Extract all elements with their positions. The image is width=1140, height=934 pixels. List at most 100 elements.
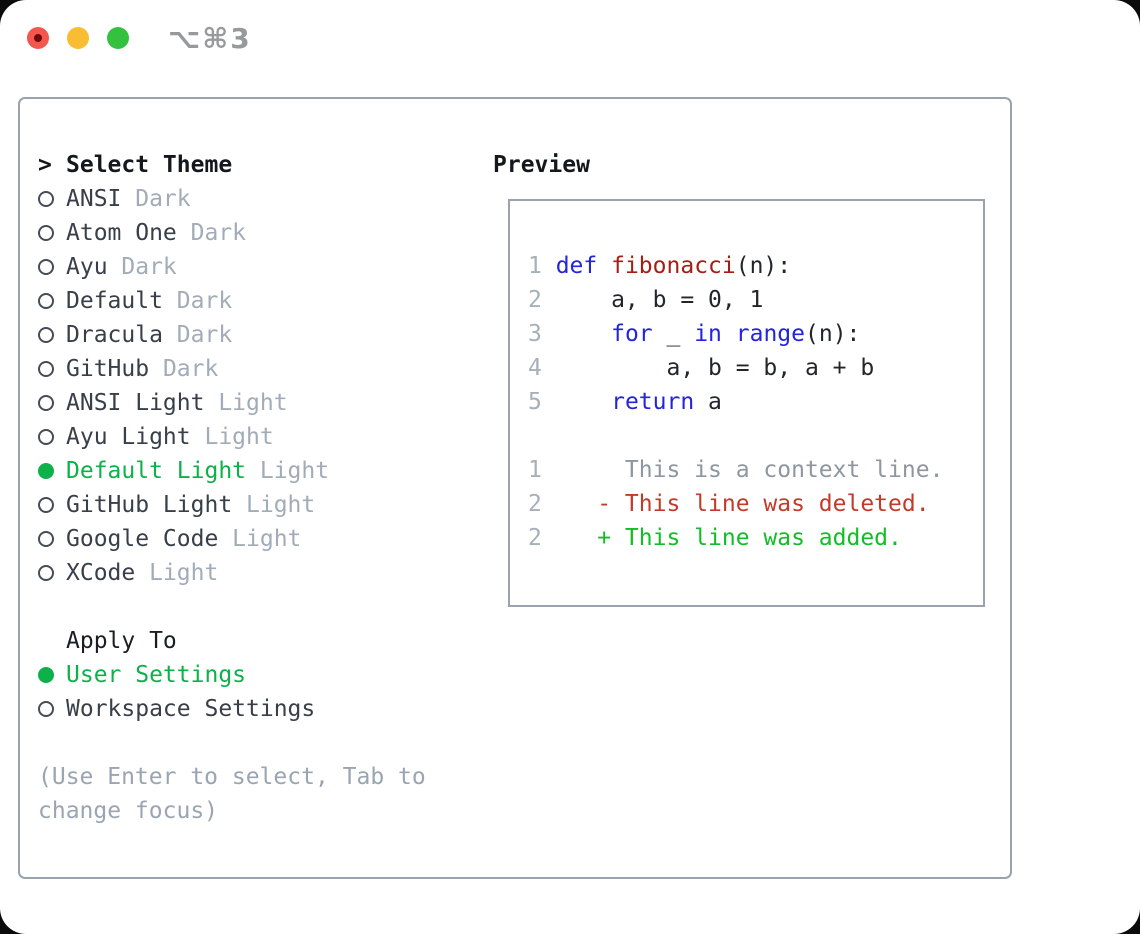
line-number: 5 — [528, 389, 542, 415]
radio-icon — [38, 429, 66, 445]
theme-variant: Dark — [162, 356, 219, 382]
minimize-button[interactable] — [67, 27, 89, 49]
preview-code-line: 3 for _ in range(n): — [528, 317, 973, 351]
radio-icon — [38, 531, 66, 547]
theme-option[interactable]: ANSI Light Light — [38, 386, 426, 420]
radio-icon — [38, 497, 66, 513]
preview-code-line: 1 def fibonacci(n): — [528, 249, 973, 283]
apply-to-option[interactable]: User Settings — [38, 658, 426, 692]
theme-option[interactable]: Atom One Dark — [38, 216, 426, 250]
theme-name: Ayu Light — [66, 424, 191, 450]
close-button[interactable] — [27, 27, 49, 49]
theme-variant: Light — [218, 390, 288, 416]
theme-option[interactable]: GitHub Light Light — [38, 488, 426, 522]
line-number: 1 — [528, 253, 542, 279]
theme-name: Ayu — [66, 254, 108, 280]
theme-name: Default — [66, 288, 163, 314]
apply-to-option[interactable]: Workspace Settings — [38, 692, 426, 726]
theme-name: ANSI — [66, 186, 122, 212]
radio-icon — [38, 293, 66, 309]
theme-option[interactable]: Default Dark — [38, 284, 426, 318]
line-code: a, b = b, a + b — [541, 355, 875, 381]
radio-icon — [38, 191, 66, 207]
zoom-button[interactable] — [107, 27, 129, 49]
theme-variant: Dark — [190, 220, 247, 246]
traffic-lights — [27, 27, 129, 49]
theme-variant: Dark — [135, 186, 191, 212]
spacer — [38, 726, 426, 760]
help-text-line-1: (Use Enter to select, Tab to — [38, 764, 426, 790]
preview-code-line: 2 - This line was deleted. — [528, 487, 973, 521]
apply-to-title: Apply To — [66, 628, 177, 654]
preview-code-line: 2 a, b = 0, 1 — [528, 283, 973, 317]
spacer — [38, 590, 426, 624]
window-title: ⌥⌘3 — [168, 22, 252, 55]
line-number: 1 — [528, 457, 542, 483]
prompt-icon: > — [38, 152, 52, 178]
line-code: return a — [611, 389, 722, 415]
theme-variant: Light — [246, 492, 316, 518]
theme-variant: Dark — [121, 254, 177, 280]
theme-name: GitHub — [66, 356, 150, 382]
theme-option[interactable]: ANSI Dark — [38, 182, 426, 216]
theme-variant: Dark — [176, 322, 233, 348]
theme-variant: Light — [149, 560, 219, 586]
line-code: + This line was added. — [541, 525, 902, 551]
theme-name: Default Light — [66, 458, 247, 484]
left-column: > Select Theme ANSI Dark Atom One Dark A… — [38, 148, 426, 828]
theme-variant: Dark — [176, 288, 233, 314]
preview-code-line: 1 This is a context line. — [528, 453, 973, 487]
theme-name: Atom One — [66, 220, 177, 246]
line-code: This is a context line. — [541, 457, 944, 483]
radio-icon — [38, 395, 66, 411]
line-number: 3 — [528, 321, 542, 347]
line-number: 2 — [528, 525, 542, 551]
preview-code-line: 5 return a — [528, 385, 973, 419]
theme-name: Google Code — [66, 526, 219, 552]
theme-variant: Light — [204, 424, 274, 450]
radio-icon — [38, 667, 66, 683]
theme-variant: Light — [259, 458, 330, 484]
theme-option[interactable]: Default Light Light — [38, 454, 426, 488]
radio-icon — [38, 361, 66, 377]
line-code: - This line was deleted. — [541, 491, 930, 517]
theme-name: GitHub Light — [66, 492, 233, 518]
theme-name: XCode — [66, 560, 136, 586]
apply-to-label: User Settings — [66, 662, 247, 688]
preview-code-line: 4 a, b = b, a + b — [528, 351, 973, 385]
line-number: 2 — [528, 491, 542, 517]
theme-option[interactable]: Google Code Light — [38, 522, 426, 556]
theme-name: ANSI Light — [66, 390, 205, 416]
apply-to-label: Workspace Settings — [66, 696, 316, 722]
select-theme-title: Select Theme — [66, 152, 233, 178]
theme-option[interactable]: Dracula Dark — [38, 318, 426, 352]
radio-icon — [38, 225, 66, 241]
select-theme-header: > Select Theme — [38, 148, 426, 182]
preview-column: Preview 1 def fibonacci(n): 2 a, b = 0, … — [493, 148, 985, 607]
radio-icon — [38, 701, 66, 717]
preview-lines: 1 def fibonacci(n): 2 a, b = 0, 1 3 for … — [528, 249, 973, 555]
radio-icon — [38, 565, 66, 581]
theme-name: Dracula — [66, 322, 163, 348]
help-text-line-2: change focus) — [38, 798, 219, 824]
theme-option[interactable]: Ayu Dark — [38, 250, 426, 284]
theme-option[interactable]: XCode Light — [38, 556, 426, 590]
theme-selector-panel: > Select Theme ANSI Dark Atom One Dark A… — [18, 97, 1012, 879]
line-code: a, b = 0, 1 — [541, 287, 764, 313]
titlebar: ⌥⌘3 — [0, 0, 1140, 76]
preview-title: Preview — [493, 152, 590, 178]
radio-icon — [38, 463, 66, 479]
line-code: for _ in range(n): — [611, 321, 861, 347]
theme-option[interactable]: GitHub Dark — [38, 352, 426, 386]
line-number: 4 — [528, 355, 542, 381]
preview-code-line — [528, 419, 973, 453]
apply-to-header: Apply To — [38, 624, 426, 658]
apply-to-options: User Settings Workspace Settings — [38, 658, 426, 726]
line-number: 2 — [528, 287, 542, 313]
theme-list: ANSI Dark Atom One Dark Ayu Dark Default… — [38, 182, 426, 590]
preview-header: Preview — [493, 148, 985, 182]
theme-variant: Light — [232, 526, 302, 552]
theme-option[interactable]: Ayu Light Light — [38, 420, 426, 454]
preview-box: 1 def fibonacci(n): 2 a, b = 0, 1 3 for … — [508, 199, 985, 607]
